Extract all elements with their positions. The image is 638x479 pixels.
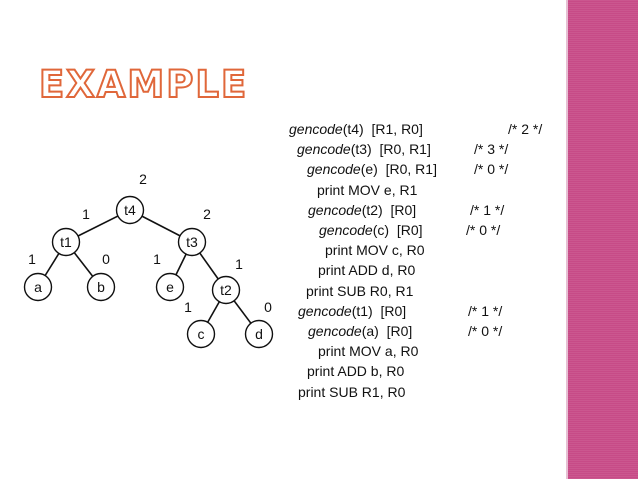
code-args: (t4) [R1, R0] [342, 121, 423, 137]
code-comment: /* 0 */ [474, 161, 509, 178]
tree-node-t4: t4 [115, 195, 145, 225]
tree-node-circle [23, 272, 53, 302]
register-need-label-c: 1 [184, 299, 192, 315]
code-comment: /* 0 */ [468, 323, 503, 339]
tree-node-circle [115, 195, 145, 225]
print-keyword: print [298, 383, 326, 400]
decorative-sidebar [568, 0, 638, 479]
code-args: ADD d, R0 [345, 262, 416, 279]
code-comment: /* 1 */ [470, 201, 505, 218]
code-line: print SUB R1, R0 [298, 384, 405, 400]
slide-title-text: EXAMPLE [39, 63, 248, 105]
code-line: gencode(e) [R0, R1] [307, 161, 437, 177]
code-args: (a) [R0] [361, 323, 413, 339]
code-line: print MOV c, R0 [325, 242, 425, 258]
code-line: print ADD d, R0 [318, 262, 415, 278]
tree-node-label: t2 [220, 282, 232, 298]
code-comment: /* 1 */ [468, 302, 503, 319]
register-need-label-a: 1 [28, 251, 36, 267]
tree-node-label: t4 [124, 202, 136, 218]
sidebar-stripes [568, 0, 638, 479]
code-line: print SUB R0, R1 [306, 283, 413, 299]
code-args: MOV c, R0 [352, 242, 425, 259]
code-args: SUB R0, R1 [333, 282, 414, 299]
tree-node-circle [244, 319, 274, 349]
code-line: print MOV e, R1 [317, 182, 417, 198]
print-keyword: print [306, 282, 334, 299]
tree-node-label: t1 [60, 234, 72, 250]
gencode-call: gencode [308, 323, 362, 339]
code-args: (c) [R0] [372, 222, 423, 238]
register-need-label-d: 0 [264, 299, 272, 315]
code-args: (t1) [R0] [351, 302, 407, 319]
tree-node-circle [86, 272, 116, 302]
tree-node-circle [186, 319, 216, 349]
tree-node-circle [211, 275, 241, 305]
tree-node-circle [177, 227, 207, 257]
sidebar-edge [566, 0, 568, 479]
code-args: (t2) [R0] [361, 201, 417, 218]
gencode-call: gencode [319, 222, 373, 238]
tree-labels: 2 1 2 1 0 1 1 1 0 [28, 171, 272, 315]
print-keyword: print [325, 242, 353, 259]
tree-node-t2: t2 [211, 275, 241, 305]
tree-node-label: t3 [186, 234, 198, 250]
code-line: gencode(c) [R0] [319, 222, 423, 238]
gencode-call: gencode [307, 161, 361, 178]
register-need-label-t2: 1 [235, 256, 243, 272]
code-line: gencode(a) [R0] [308, 323, 412, 339]
tree-node-label: c [198, 326, 205, 342]
tree-edges [37, 209, 260, 335]
gencode-call: gencode [298, 302, 352, 319]
print-keyword: print [307, 363, 335, 380]
code-line: gencode(t2) [R0] [308, 202, 416, 218]
tree-node-t3: t3 [177, 227, 207, 257]
gencode-call: gencode [297, 141, 351, 158]
slide-title: EXAMPLE [38, 62, 248, 105]
code-line: print MOV a, R0 [318, 343, 418, 359]
code-line: gencode(t1) [R0] [298, 303, 406, 319]
register-need-label-t4: 2 [139, 171, 147, 187]
code-args: SUB R1, R0 [325, 383, 406, 400]
code-args: (t3) [R0, R1] [350, 141, 431, 158]
code-comment: /* 0 */ [466, 222, 501, 238]
gencode-call: gencode [308, 201, 362, 218]
register-need-label-t1: 1 [82, 206, 90, 222]
tree-node-b: b [86, 272, 116, 302]
code-comment: /* 2 */ [508, 121, 543, 137]
register-need-label-b: 0 [102, 251, 110, 267]
print-keyword: print [318, 262, 346, 279]
tree-node-d: d [244, 319, 274, 349]
tree-node-circle [155, 272, 185, 302]
tree-node-label: d [255, 326, 263, 342]
tree-node-label: a [34, 279, 42, 295]
code-line: gencode(t3) [R0, R1] [297, 141, 431, 157]
print-keyword: print [318, 343, 346, 360]
code-args: (e) [R0, R1] [360, 161, 437, 178]
print-keyword: print [317, 181, 345, 198]
tree-node-e: e [155, 272, 185, 302]
code-args: MOV a, R0 [345, 343, 419, 360]
tree-node-c: c [186, 319, 216, 349]
code-args: ADD b, R0 [334, 363, 405, 380]
tree-node-t1: t1 [51, 227, 81, 257]
code-args: MOV e, R1 [344, 181, 418, 198]
gencode-call: gencode [289, 121, 343, 137]
register-need-label-t3: 2 [203, 206, 211, 222]
tree-node-label: e [166, 279, 174, 295]
tree-node-label: b [97, 279, 105, 295]
tree-nodes: t4 t1 t3 a b e t2 c d [23, 195, 274, 349]
code-line: gencode(t4) [R1, R0] [289, 121, 423, 137]
tree-node-circle [51, 227, 81, 257]
code-line: print ADD b, R0 [307, 363, 404, 379]
code-comment: /* 3 */ [474, 141, 509, 158]
register-need-label-e: 1 [153, 251, 161, 267]
tree-node-a: a [23, 272, 53, 302]
